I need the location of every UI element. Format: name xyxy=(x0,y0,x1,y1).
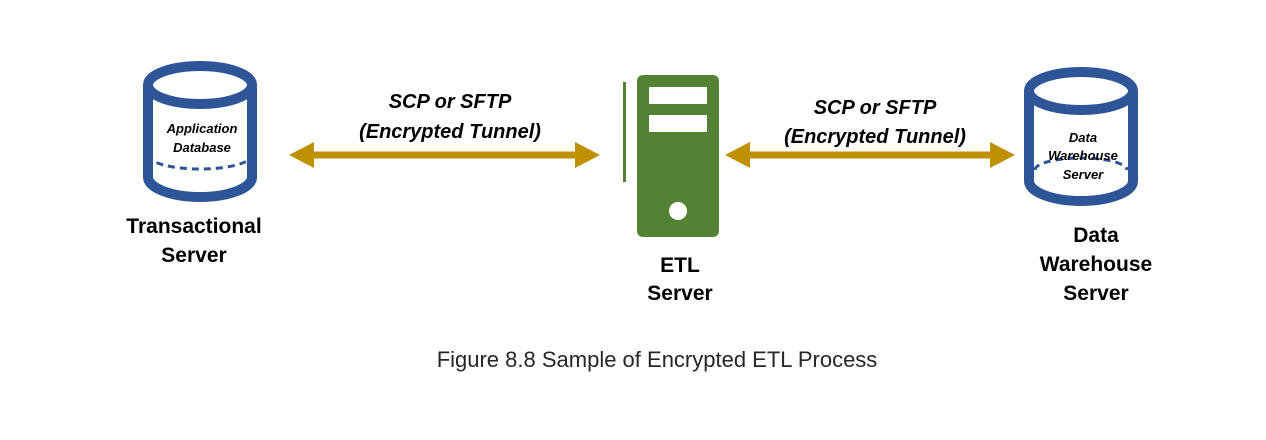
application-database-label-line1: Application xyxy=(166,121,238,136)
application-database-dashed-line xyxy=(146,154,254,171)
application-database-top xyxy=(143,61,257,109)
data-warehouse-database-icon: Data Warehouse Server xyxy=(1024,67,1138,206)
link-etl-warehouse: SCP or SFTP (Encrypted Tunnel) xyxy=(725,97,1015,168)
warehouse-database-dashed-line xyxy=(1033,156,1129,171)
transactional-server-label-line2: Server xyxy=(161,244,226,267)
server-power-button xyxy=(669,202,687,220)
warehouse-database-label-line2: Warehouse xyxy=(1048,148,1118,163)
warehouse-database-body xyxy=(1024,91,1138,206)
link-1-protocol-label: SCP or SFTP xyxy=(389,91,512,113)
arrow-head-left-icon xyxy=(725,142,750,168)
link-2-tunnel-label: (Encrypted Tunnel) xyxy=(784,126,966,148)
etl-server-label-line1: ETL xyxy=(660,254,700,277)
server-drive-bay-1 xyxy=(649,87,707,104)
link-2-protocol-label: SCP or SFTP xyxy=(814,97,937,119)
link-transactional-etl: SCP or SFTP (Encrypted Tunnel) xyxy=(289,91,600,168)
application-database-icon: Application Database xyxy=(143,61,257,202)
server-tower-edge xyxy=(623,82,626,182)
warehouse-database-label-line3: Server xyxy=(1063,167,1104,182)
warehouse-database-top xyxy=(1024,67,1138,115)
data-warehouse-server-label-line1: Data xyxy=(1073,224,1119,247)
application-database-label-line2: Database xyxy=(173,140,231,155)
application-database-body xyxy=(143,85,257,202)
server-drive-bay-2 xyxy=(649,115,707,132)
figure-caption: Figure 8.8 Sample of Encrypted ETL Proce… xyxy=(437,347,878,372)
arrow-head-right-icon xyxy=(575,142,600,168)
etl-server-label-line2: Server xyxy=(647,282,712,305)
transactional-server-label-line1: Transactional xyxy=(126,215,261,238)
arrow-head-right-icon xyxy=(990,142,1015,168)
warehouse-database-label-line1: Data xyxy=(1069,130,1097,145)
arrow-head-left-icon xyxy=(289,142,314,168)
data-warehouse-server-label-line3: Server xyxy=(1063,282,1128,305)
data-warehouse-server-label-line2: Warehouse xyxy=(1040,253,1152,276)
link-1-tunnel-label: (Encrypted Tunnel) xyxy=(359,121,541,143)
etl-server-icon xyxy=(623,75,719,237)
